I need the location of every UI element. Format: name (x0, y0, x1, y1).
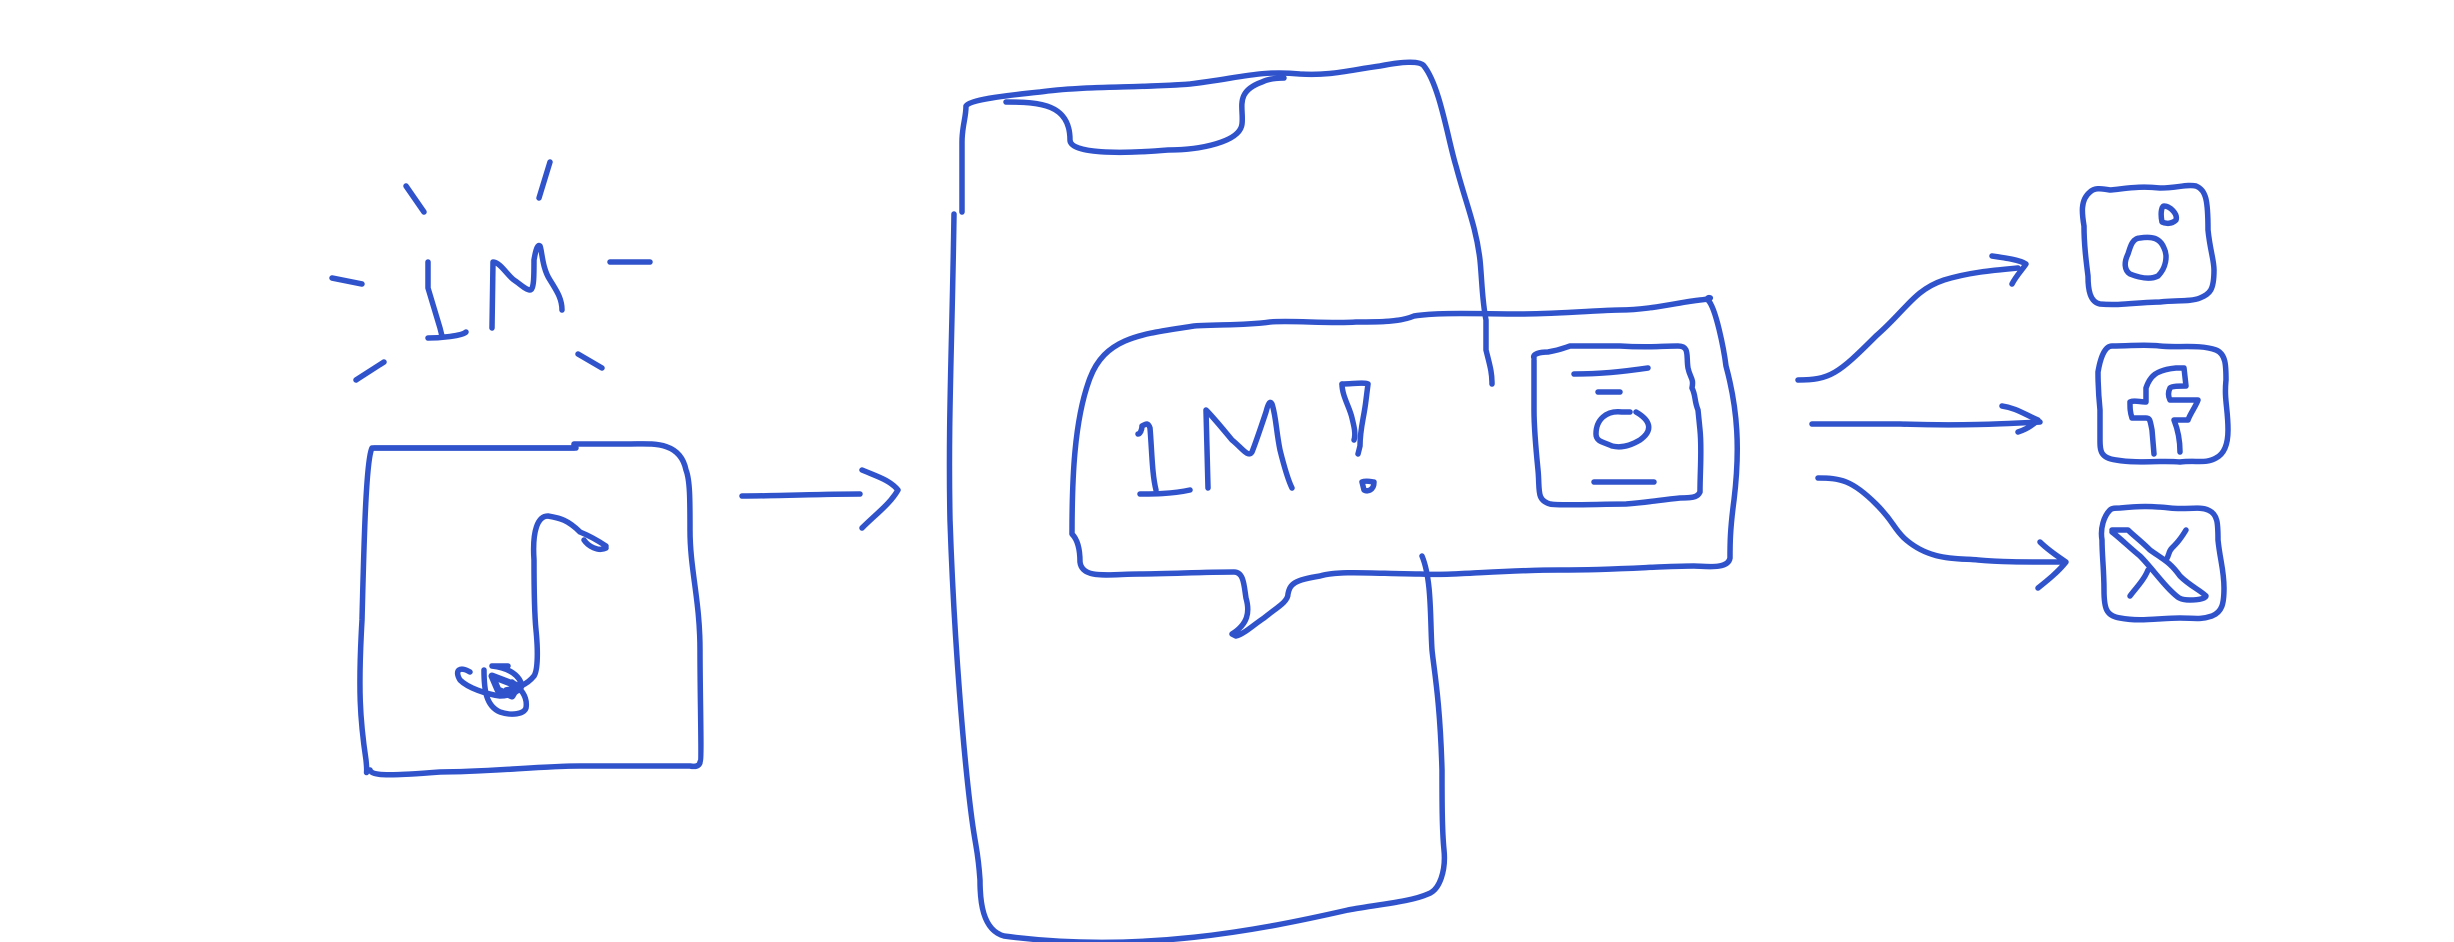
music-note-icon (454, 513, 609, 717)
source-label-strokes (425, 242, 565, 341)
sparkle-ray (329, 275, 365, 287)
instagram-icon (2079, 182, 2217, 308)
sparkle-burst-icon (329, 159, 653, 383)
flow-arrow-x (1815, 475, 2069, 591)
sparkle-ray (353, 359, 387, 383)
flow-arrow-instagram (1795, 253, 2029, 383)
music-card-frame (357, 441, 704, 778)
bubble-text-strokes (1135, 380, 1377, 497)
sparkle-ray (536, 159, 553, 201)
notification-bubble (1069, 294, 1741, 639)
photo-icon (1531, 343, 1704, 508)
sparkle-ray (403, 183, 427, 215)
flow-arrow-1 (739, 467, 901, 531)
bubble-frame (1069, 294, 1741, 639)
music-card (357, 441, 704, 778)
smartphone-icon (946, 59, 1495, 942)
flow-arrow-facebook (1809, 403, 2043, 435)
sparkle-ray (575, 351, 605, 371)
source-label: 1M (440, 262, 551, 348)
facebook-icon (2095, 342, 2231, 465)
x-icon (2098, 503, 2227, 623)
bubble-text: 1M ! (1159, 408, 1345, 506)
